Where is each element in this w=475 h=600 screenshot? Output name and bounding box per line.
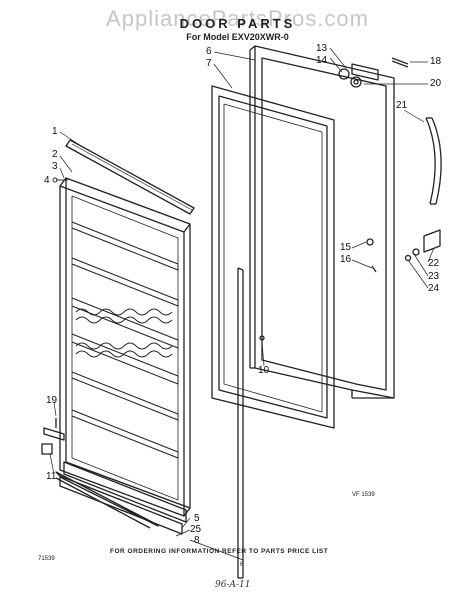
callout-8: 8: [194, 535, 200, 546]
callout-13: 13: [316, 43, 328, 54]
trim-strip: [237, 267, 244, 579]
screws: [52, 177, 68, 183]
callout-18: 18: [430, 56, 442, 67]
callout-7: 7: [206, 58, 212, 69]
door-frame: [249, 45, 395, 399]
kick-plate: [59, 461, 187, 535]
callout-19: 19: [46, 395, 58, 406]
callout-23: 23: [428, 271, 440, 282]
callout-11: 11: [46, 471, 57, 482]
bottom-hinge-bracket: [41, 418, 65, 455]
callout-3: 3: [52, 161, 58, 172]
callout-22: 22: [428, 258, 440, 269]
door-gasket: [211, 85, 335, 429]
liner-shelves: [71, 221, 179, 459]
top-hinge-parts: [338, 57, 409, 88]
callout-25: 25: [190, 524, 202, 535]
document-number: 71539: [38, 556, 55, 562]
leader-lines: [49, 47, 435, 561]
callout-1: 1: [52, 126, 58, 137]
figure-code: VF 1539: [352, 492, 375, 498]
lower-trim-channel: [55, 471, 159, 529]
door-handle: [425, 117, 442, 205]
model-subtitle: For Model EXV20XWR-0: [186, 32, 289, 42]
callout-4: 4: [44, 175, 50, 186]
top-breaker-strip: [65, 139, 195, 215]
callout-24: 24: [428, 283, 440, 294]
watermark: AppliancePartsPros.com: [106, 6, 369, 31]
door-liner: [59, 177, 191, 517]
side-hinge-hardware: [259, 229, 441, 341]
callout-20: 20: [430, 78, 442, 89]
callout-6: 6: [206, 46, 212, 57]
basket-rows: [75, 308, 173, 358]
page-number: 6: [240, 562, 244, 568]
callout-15: 15: [340, 242, 352, 253]
callout-5: 5: [194, 513, 200, 524]
callout-2: 2: [52, 149, 58, 160]
handwritten-note: 96-A-11: [215, 580, 251, 590]
diagram-title: DOOR PARTS: [179, 16, 296, 31]
ordering-note: FOR ORDERING INFORMATION REFER TO PARTS …: [110, 548, 329, 555]
callout-21: 21: [396, 100, 408, 111]
callout-14: 14: [316, 55, 328, 66]
callout-10: 10: [258, 365, 270, 376]
callout-16: 16: [340, 254, 352, 265]
